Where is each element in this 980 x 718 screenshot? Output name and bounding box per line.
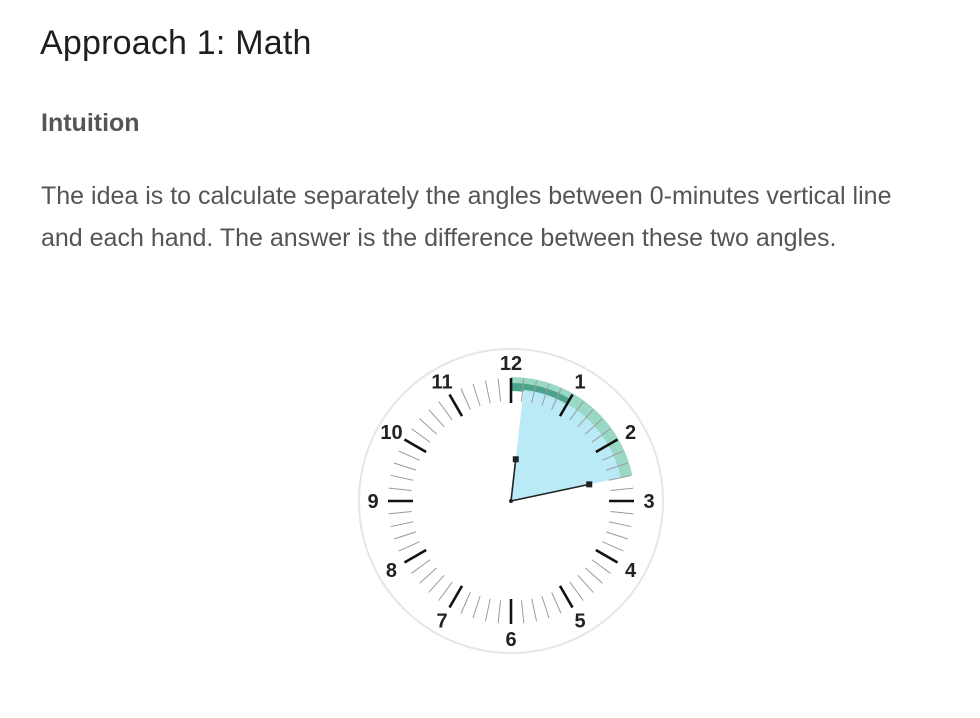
intuition-paragraph: The idea is to calculate separately the … (41, 182, 892, 252)
clock-number: 7 (436, 611, 447, 633)
hour-tick (558, 585, 574, 609)
clock-number: 5 (574, 611, 585, 633)
minute-tick (591, 559, 611, 574)
clock-number: 2 (625, 422, 636, 444)
clock-number: 1 (574, 371, 585, 393)
minute-tick (419, 418, 438, 435)
minute-tick (472, 383, 481, 407)
minute-tick (472, 595, 481, 619)
minute-tick (388, 510, 412, 515)
clock-number: 6 (505, 629, 516, 651)
minute-tick (398, 450, 420, 461)
clock-number: 12 (500, 353, 522, 375)
minute-hand-tip (586, 481, 593, 488)
minute-tick (541, 383, 550, 407)
minute-tick (610, 487, 634, 492)
minute-tick (520, 378, 525, 402)
minute-tick (591, 428, 611, 443)
hour-tick (595, 548, 619, 564)
minute-tick (411, 559, 431, 574)
minute-tick (393, 531, 417, 540)
clock-number: 10 (380, 422, 402, 444)
minute-hand (510, 483, 590, 502)
minute-tick (605, 531, 629, 540)
hour-tick (595, 438, 619, 454)
minute-tick (388, 487, 412, 492)
minute-tick (577, 574, 594, 593)
hour-tick (403, 548, 427, 564)
hour-tick (403, 438, 427, 454)
clock-number: 9 (367, 491, 378, 513)
minute-tick (541, 595, 550, 619)
clock-number: 8 (386, 560, 397, 582)
hour-hand (510, 459, 517, 502)
minute-tick (390, 474, 414, 481)
minute-tick (569, 581, 584, 601)
minute-tick (608, 521, 632, 528)
minute-tick (569, 401, 584, 421)
minute-tick (584, 418, 603, 435)
page-title: Approach 1: Math (40, 24, 312, 62)
minute-tick (438, 401, 453, 421)
minute-tick (460, 388, 471, 410)
minute-tick (484, 598, 491, 622)
hour-tick (558, 393, 574, 417)
minute-tick (497, 600, 502, 624)
minute-tick (551, 592, 562, 614)
minute-tick (605, 462, 629, 471)
minute-tick (602, 450, 624, 461)
minute-tick (584, 567, 603, 584)
minute-tick (608, 474, 632, 481)
minute-tick (531, 380, 538, 404)
minute-tick (390, 521, 414, 528)
hour-tick (448, 585, 464, 609)
section-subheading: Intuition (41, 109, 140, 137)
angle-sector (511, 389, 621, 501)
clock-number: 4 (625, 560, 637, 582)
minute-tick (393, 462, 417, 471)
minute-tick (411, 428, 431, 443)
minute-tick (398, 541, 420, 552)
minute-tick (428, 409, 445, 428)
minute-tick (484, 380, 491, 404)
minute-tick (531, 598, 538, 622)
minute-tick (438, 581, 453, 601)
minute-tick (610, 510, 634, 515)
center-pin (509, 499, 513, 503)
minute-tick (497, 378, 502, 402)
minute-tick (602, 541, 624, 552)
minute-tick (428, 574, 445, 593)
hour-tick (448, 393, 464, 417)
minute-tick (419, 567, 438, 584)
clock-number: 3 (643, 491, 654, 513)
minute-tick (577, 409, 594, 428)
minute-tick (460, 592, 471, 614)
hour-hand-tip (512, 456, 519, 463)
clock-number: 11 (431, 371, 452, 393)
minute-tick (551, 388, 562, 410)
minute-tick (520, 600, 525, 624)
